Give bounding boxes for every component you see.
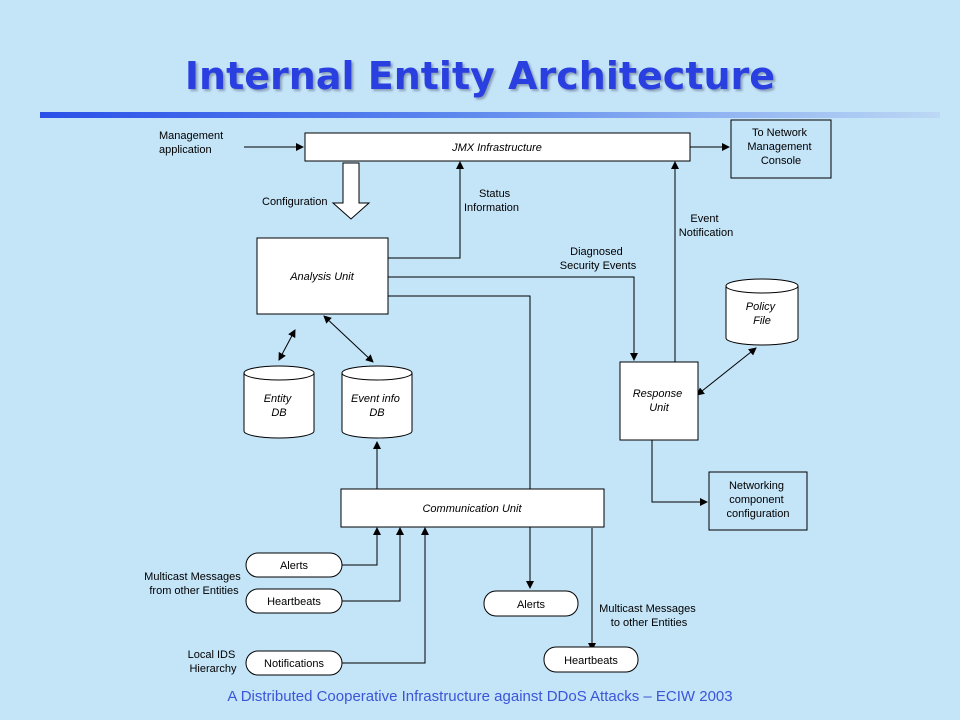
management-application-label: Management application bbox=[159, 130, 226, 156]
jmx-label: JMX Infrastructure bbox=[451, 142, 542, 154]
slide-title: Internal Entity Architecture bbox=[184, 54, 776, 98]
event-info-db-cylinder bbox=[341, 373, 413, 439]
arrow-analysis-entitydb bbox=[278, 329, 296, 361]
arrow-response-networking bbox=[651, 440, 708, 506]
response-unit-label: Response Unit bbox=[633, 388, 686, 414]
status-information-label: Status Information bbox=[464, 188, 519, 214]
arrow-status-info bbox=[388, 161, 464, 259]
notifications-pill bbox=[245, 650, 343, 676]
notifications-label: Notifications bbox=[264, 658, 324, 670]
networking-config-label: Networking component configuration bbox=[727, 480, 790, 520]
alerts-in-pill bbox=[245, 552, 343, 578]
arrow-alerts-in bbox=[342, 527, 381, 566]
heartbeats-out-pill bbox=[543, 646, 639, 673]
arrow-notifications-in bbox=[342, 527, 429, 664]
arrow-heartbeats-in bbox=[342, 527, 404, 602]
arrow-analysis-to-alerts bbox=[388, 295, 534, 589]
arrow-response-policy bbox=[696, 347, 757, 396]
event-notification-label: Event Notification bbox=[679, 213, 733, 239]
arrow-diagnosed-events bbox=[388, 276, 638, 361]
event-info-db-label: Event info DB bbox=[351, 393, 403, 419]
heartbeats-out-label: Heartbeats bbox=[564, 655, 618, 667]
heartbeats-in-pill bbox=[245, 588, 343, 614]
entity-db-cylinder bbox=[243, 373, 315, 439]
jmx-box bbox=[304, 132, 691, 162]
diagnosed-events-label: Diagnosed Security Events bbox=[560, 246, 637, 272]
alerts-out-pill bbox=[483, 590, 579, 617]
multicast-to-label: Multicast Messages to other Entities bbox=[599, 603, 699, 629]
policy-file-label: Policy File bbox=[746, 301, 778, 327]
policy-file-cylinder bbox=[725, 286, 799, 346]
analysis-unit-label: Analysis Unit bbox=[289, 271, 355, 283]
connectors bbox=[244, 143, 757, 664]
local-ids-label: Local IDS Hierarchy bbox=[188, 649, 239, 675]
networking-config-box bbox=[708, 471, 808, 531]
console-box bbox=[730, 119, 832, 179]
communication-unit-box bbox=[340, 488, 605, 528]
heartbeats-in-label: Heartbeats bbox=[267, 596, 321, 608]
title-underline bbox=[40, 112, 940, 118]
network-console-label: To Network Management Console bbox=[747, 127, 814, 167]
multicast-from-label: Multicast Messages from other Entities bbox=[144, 571, 244, 597]
arrow-analysis-eventdb bbox=[323, 315, 374, 363]
alerts-in-label: Alerts bbox=[280, 560, 309, 572]
alerts-out-label: Alerts bbox=[517, 599, 546, 611]
configuration-label: Configuration bbox=[262, 196, 327, 208]
response-unit-box bbox=[619, 361, 699, 441]
entity-db-label: Entity DB bbox=[264, 393, 295, 419]
analysis-unit-box bbox=[256, 237, 389, 315]
configuration-arrow-icon bbox=[331, 162, 371, 220]
slide-footer: A Distributed Cooperative Infrastructure… bbox=[227, 688, 733, 705]
communication-unit-label: Communication Unit bbox=[422, 503, 522, 515]
